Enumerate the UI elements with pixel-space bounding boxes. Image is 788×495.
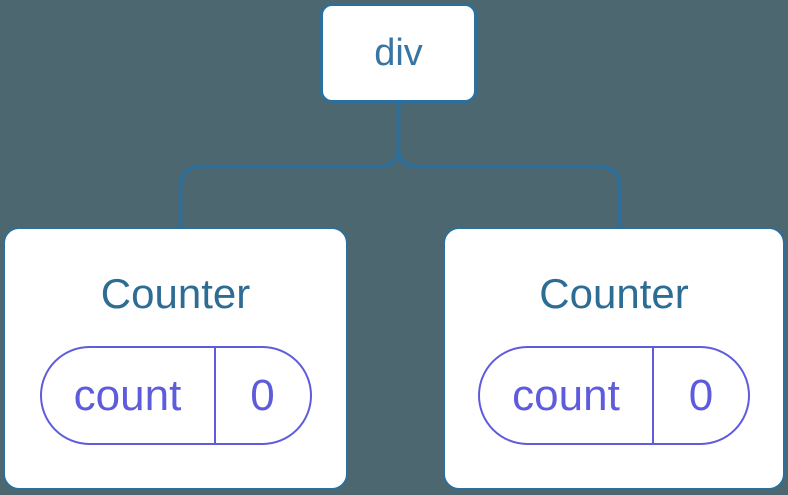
state-value-label: 0 [250,370,275,420]
tree-node-counter-left: Counter count 0 [3,227,348,490]
root-node-label: div [374,32,423,74]
state-badge: count 0 [478,346,750,445]
state-key-label: count [42,348,216,443]
state-badge: count 0 [39,346,312,445]
state-value-label: 0 [688,370,714,420]
connector-left-branch [178,98,401,232]
state-key-label: count [480,348,654,443]
connector-right-branch [396,98,622,232]
tree-node-root: div [320,3,477,103]
component-name-label: Counter [539,270,689,317]
tree-node-counter-right: Counter count 0 [443,227,785,490]
component-name-label: Counter [100,270,251,317]
